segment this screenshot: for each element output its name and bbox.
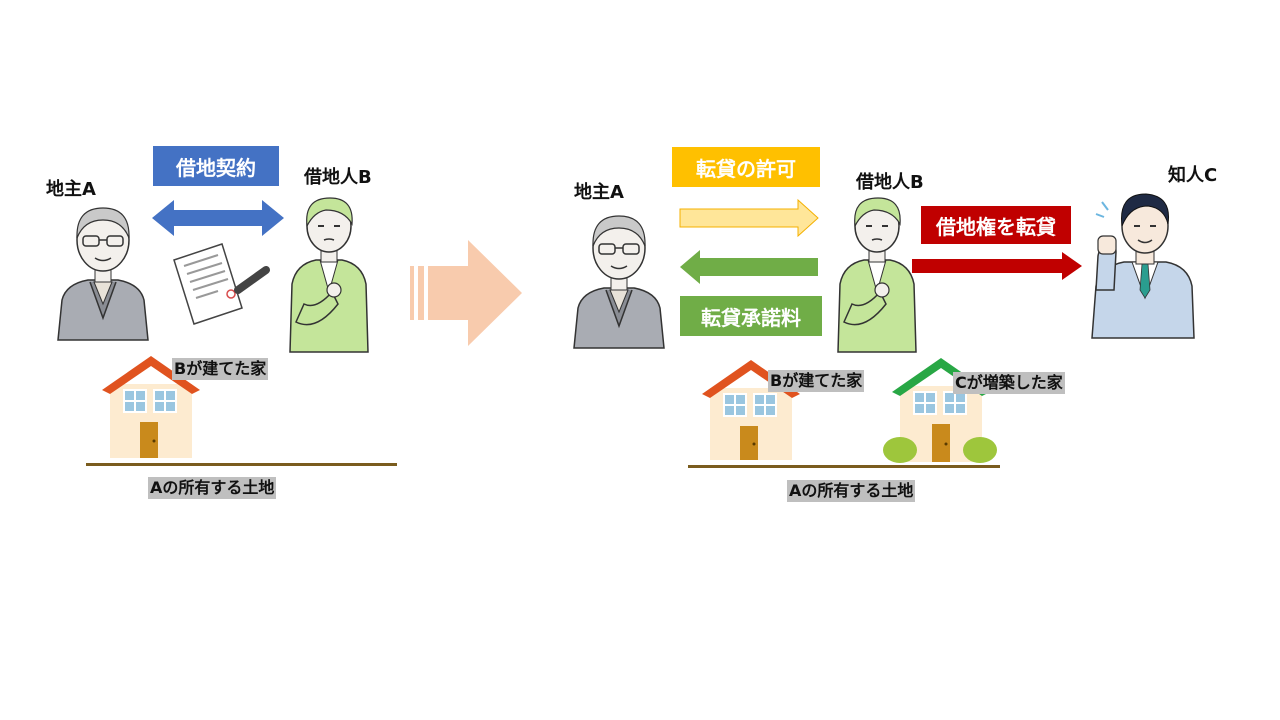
house-icon [702,360,800,460]
acquaintance-label: 知人C [1168,165,1218,186]
right-house-b-label: Bが建てた家 [768,370,865,392]
left-ground-line [86,463,397,466]
permission-arrow [679,198,819,238]
contract-double-arrow [152,200,284,236]
permission-badge: 転貸の許可 [672,147,820,187]
sublease-badge: 借地権を転貸 [921,206,1071,244]
house-icon [102,356,200,458]
thinking-man-icon [837,197,917,353]
contract-badge: 借地契約 [153,146,279,186]
house-icon [883,358,997,463]
businessman-icon [1091,193,1195,339]
fee-arrow [680,250,818,284]
right-landlord-label: 地主A [574,182,624,203]
left-land-label: Aの所有する土地 [148,477,277,499]
right-land-label: Aの所有する土地 [787,480,916,502]
right-house-c-label: Cが増築した家 [953,372,1065,394]
fee-badge: 転貸承諾料 [680,296,822,336]
right-tenant-label: 借地人B [856,172,924,193]
transition-arrow [410,240,522,346]
old-man-icon [57,207,149,341]
left-tenant-label: 借地人B [304,167,372,188]
old-man-icon [573,215,665,349]
thinking-man-icon [289,197,369,353]
left-landlord-label: 地主A [46,179,96,200]
contract-document-icon [173,243,270,325]
sublease-arrow [912,252,1082,280]
left-house-label: Bが建てた家 [172,358,269,380]
right-ground-line [688,465,1000,468]
